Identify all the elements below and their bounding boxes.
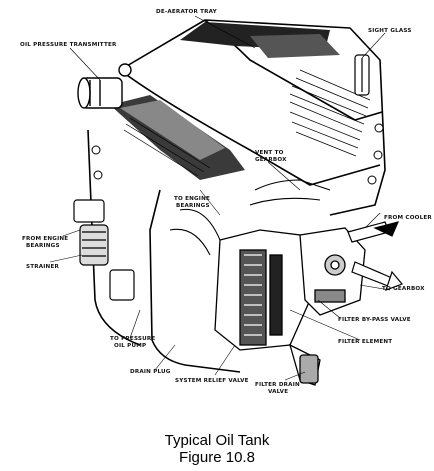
label-vent-to-gearbox-line2: GEARBOX [255,157,287,163]
label-system-relief-valve: SYSTEM RELIEF VALVE [175,378,249,384]
label-to-gearbox: TO GEARBOX [382,286,425,292]
label-sight-glass: SIGHT GLASS [368,28,412,34]
label-to-pressure-oil-pump-line2: OIL PUMP [114,343,146,349]
label-filter-element: FILTER ELEMENT [338,339,392,345]
pipe-to-gearbox [351,261,404,292]
label-filter-drain-valve-line1: FILTER DRAIN [255,382,300,388]
label-to-engine-bearings-line1: TO ENGINE [174,196,210,202]
leader-lines [49,15,391,381]
label-to-engine-bearings-line2: BEARINGS [176,203,210,209]
tank-top-shading [110,22,340,180]
label-strainer: STRAINER [26,264,59,270]
sight-glass [354,54,370,96]
internal-pipes [169,179,331,256]
label-filter-by-pass-valve: FILTER BY-PASS VALVE [338,317,411,323]
label-drain-plug: DRAIN PLUG [130,369,171,375]
caption-title: Typical Oil Tank [164,432,270,449]
caption-figure-number: Figure 10.8 [179,449,255,466]
label-de-aerator-tray: DE-AERATOR TRAY [156,9,218,15]
bolts [91,123,384,185]
tank-hatching [123,69,371,177]
filter-housing [214,229,311,351]
label-from-engine-bearings-line2: BEARINGS [26,243,60,249]
label-vent-to-gearbox-line1: VENT TO [255,150,284,156]
strainer-assembly [73,199,135,301]
label-to-pressure-oil-pump-line1: TO PRESSURE [110,336,155,342]
label-from-cooler: FROM COOLER [384,215,432,221]
label-oil-pressure-transmitter: OIL PRESSURE TRANSMITTER [20,42,117,48]
tank-body [87,19,386,373]
valve-body [288,227,366,386]
pipe-from-cooler [347,221,400,243]
callout-labels: DE-AERATOR TRAY SIGHT GLASS OIL PRESSURE… [20,9,432,395]
oil-tank-diagram: DE-AERATOR TRAY SIGHT GLASS OIL PRESSURE… [20,9,432,395]
label-from-engine-bearings-line1: FROM ENGINE [22,236,68,242]
label-filter-drain-valve-line2: VALVE [268,389,288,395]
oil-pressure-transmitter [77,63,132,109]
